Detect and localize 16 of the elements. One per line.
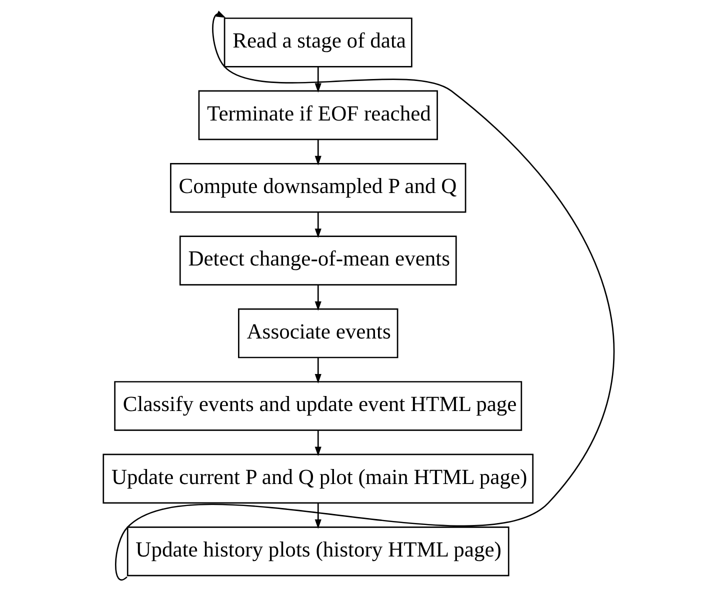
arrow: [115, 10, 614, 578]
arrow: [314, 502, 322, 529]
arrow: [314, 284, 322, 311]
arrow: [314, 430, 322, 456]
arrow: [314, 358, 322, 384]
node-box: Associate events: [238, 308, 398, 358]
node-box: Read a stage of data: [224, 18, 412, 68]
node-box: Terminate if EOF reached: [198, 90, 438, 140]
node-box: Compute downsampled P and Q: [170, 162, 466, 213]
arrow: [314, 139, 322, 166]
node-box: Classify events and update event HTML page: [114, 381, 522, 431]
arrow: [314, 66, 322, 93]
node-box: Update history plots (history HTML page): [126, 526, 510, 576]
arrow: [314, 212, 322, 238]
node-box: Detect change-of-mean events: [179, 236, 457, 286]
node-box: Update current P and Q plot (main HTML page): [102, 454, 534, 504]
